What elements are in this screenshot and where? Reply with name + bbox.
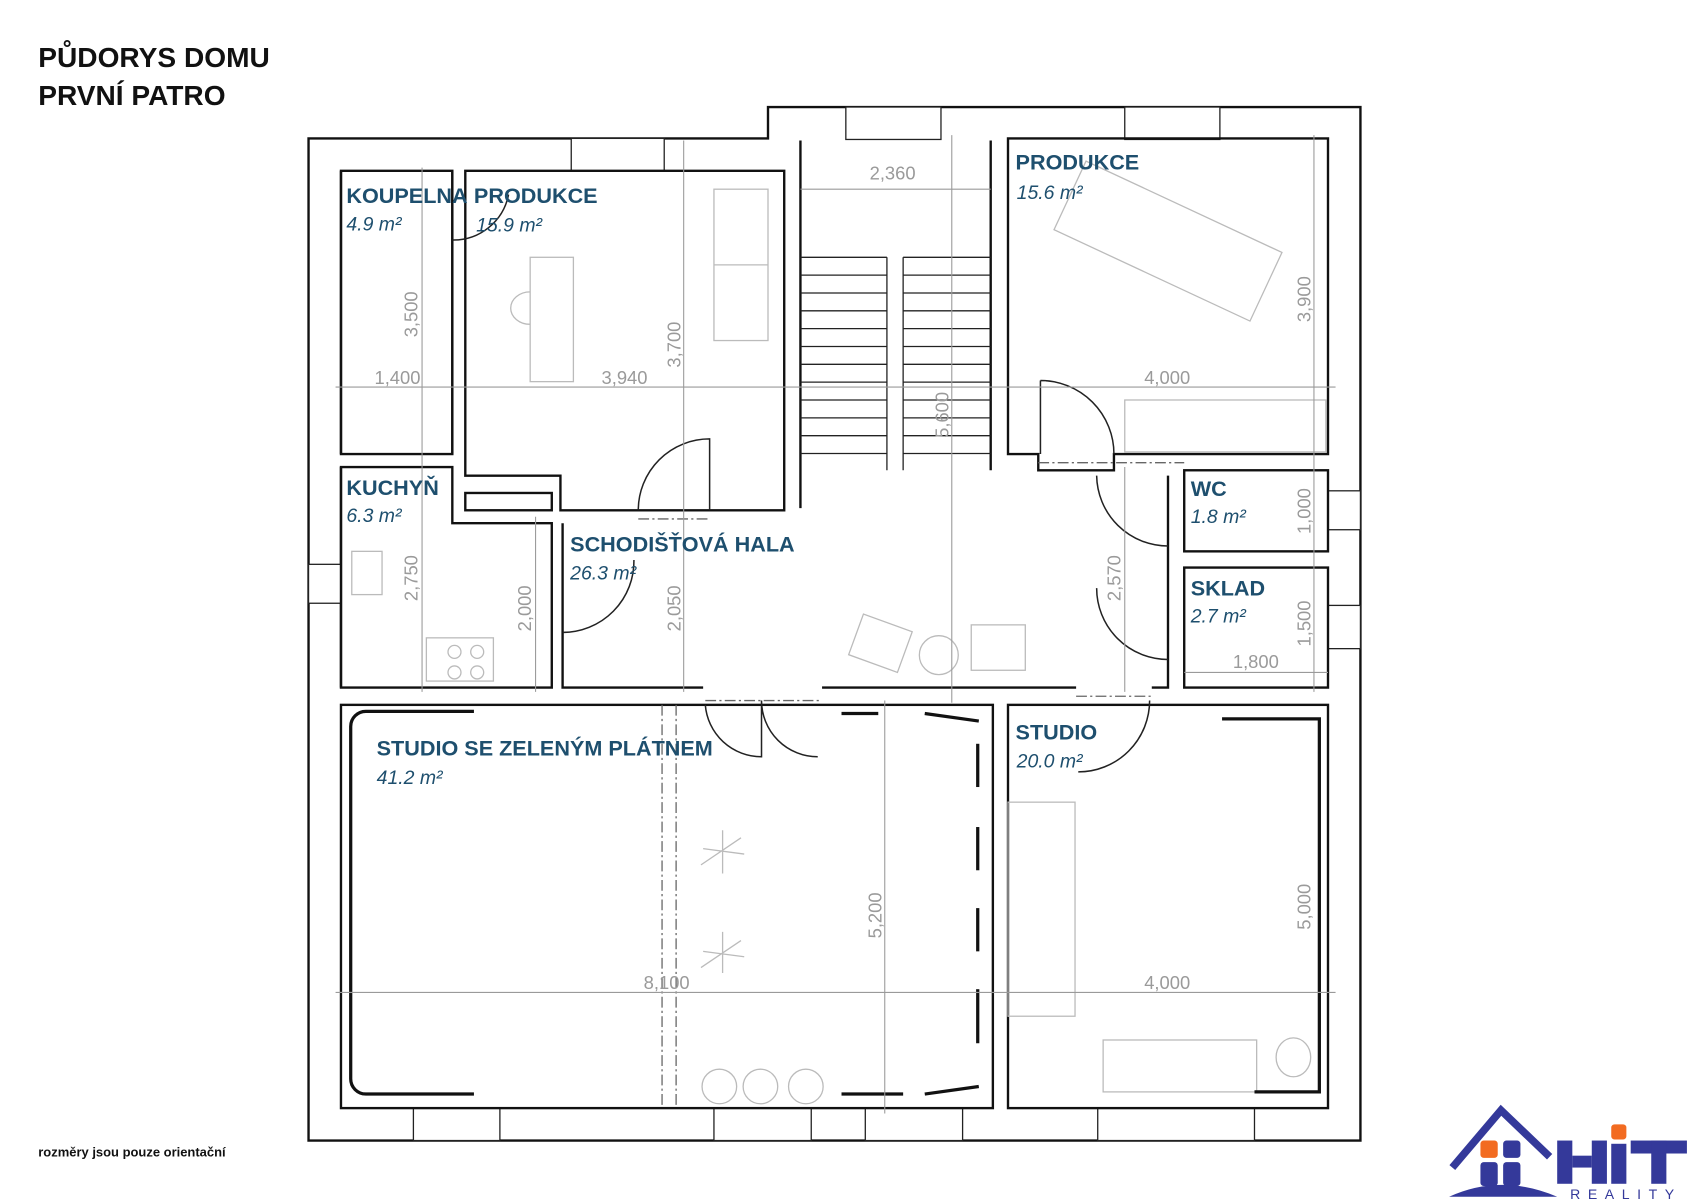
dim-sklad-w: 1,800 (1233, 651, 1279, 672)
room-name-produkce-1: PRODUKCE (474, 183, 598, 208)
dim-kuchyn-h: 2,750 (401, 555, 422, 601)
dimension-lines (335, 135, 1336, 1114)
room-area-studio-green: 41.2 m² (377, 767, 444, 789)
room-name-wc: WC (1191, 476, 1227, 501)
furniture (349, 160, 1327, 1105)
room-labels: KOUPELNA 4.9 m² PRODUKCE 15.9 m² PRODUKC… (346, 150, 1265, 789)
dim-sklad-h: 1,500 (1294, 601, 1315, 647)
plan-subtitle: PRVNÍ PATRO (38, 80, 225, 111)
room-name-sklad: SKLAD (1191, 576, 1265, 601)
dim-produkce2-w: 4,000 (1144, 367, 1190, 388)
footnote: rozměry jsou pouze orientační (38, 1145, 226, 1160)
dim-hall-h2: 2,570 (1103, 555, 1124, 601)
room-name-kuchyn: KUCHYŇ (346, 475, 438, 500)
dim-koupelna-w: 1,400 (374, 367, 420, 388)
room-name-hala: SCHODIŠŤOVÁ HALA (570, 531, 795, 556)
dim-kuchyn-h2: 2,000 (514, 585, 535, 631)
doors (452, 194, 1185, 1109)
dimension-labels: 1,400 3,500 3,940 3,700 2,360 5,600 4,00… (374, 162, 1314, 993)
room-walls (339, 137, 1330, 1110)
dim-produkce2-h: 3,900 (1294, 276, 1315, 322)
room-area-koupelna: 4.9 m² (346, 213, 403, 235)
dim-stair-w: 2,360 (870, 162, 916, 183)
room-name-koupelna: KOUPELNA (346, 183, 468, 208)
room-name-produkce-2: PRODUKCE (1016, 150, 1140, 175)
dim-produkce1-h: 3,700 (663, 322, 684, 368)
room-area-studio: 20.0 m² (1016, 751, 1084, 773)
dim-koupelna-h: 3,500 (401, 291, 422, 337)
dim-studio-w: 4,000 (1144, 972, 1190, 993)
room-area-kuchyn: 6.3 m² (346, 505, 403, 527)
dim-produkce1-w: 3,940 (602, 367, 648, 388)
windows (307, 106, 1362, 1142)
plan-title: PŮDORYS DOMU (38, 40, 270, 73)
room-area-produkce-2: 15.6 m² (1017, 182, 1084, 204)
room-area-wc: 1.8 m² (1191, 506, 1248, 528)
dim-studio-green-w: 8,100 (644, 972, 690, 993)
hit-reality-logo: REALITY (1449, 1104, 1687, 1200)
dim-hall-h: 2,050 (663, 585, 684, 631)
dim-stair-h: 5,600 (932, 392, 953, 438)
staircase (800, 256, 991, 471)
svg-text:REALITY: REALITY (1570, 1186, 1682, 1200)
dim-studio-h: 5,000 (1294, 884, 1315, 930)
room-area-hala: 26.3 m² (569, 562, 637, 584)
room-name-studio: STUDIO (1016, 719, 1098, 744)
dim-wc-h: 1,000 (1294, 488, 1315, 534)
room-name-studio-green: STUDIO SE ZELENÝM PLÁTNEM (377, 736, 713, 761)
room-area-produkce-1: 15.9 m² (476, 214, 543, 236)
room-area-sklad: 2.7 m² (1190, 606, 1248, 628)
dim-studio-green-h: 5,200 (865, 892, 886, 938)
